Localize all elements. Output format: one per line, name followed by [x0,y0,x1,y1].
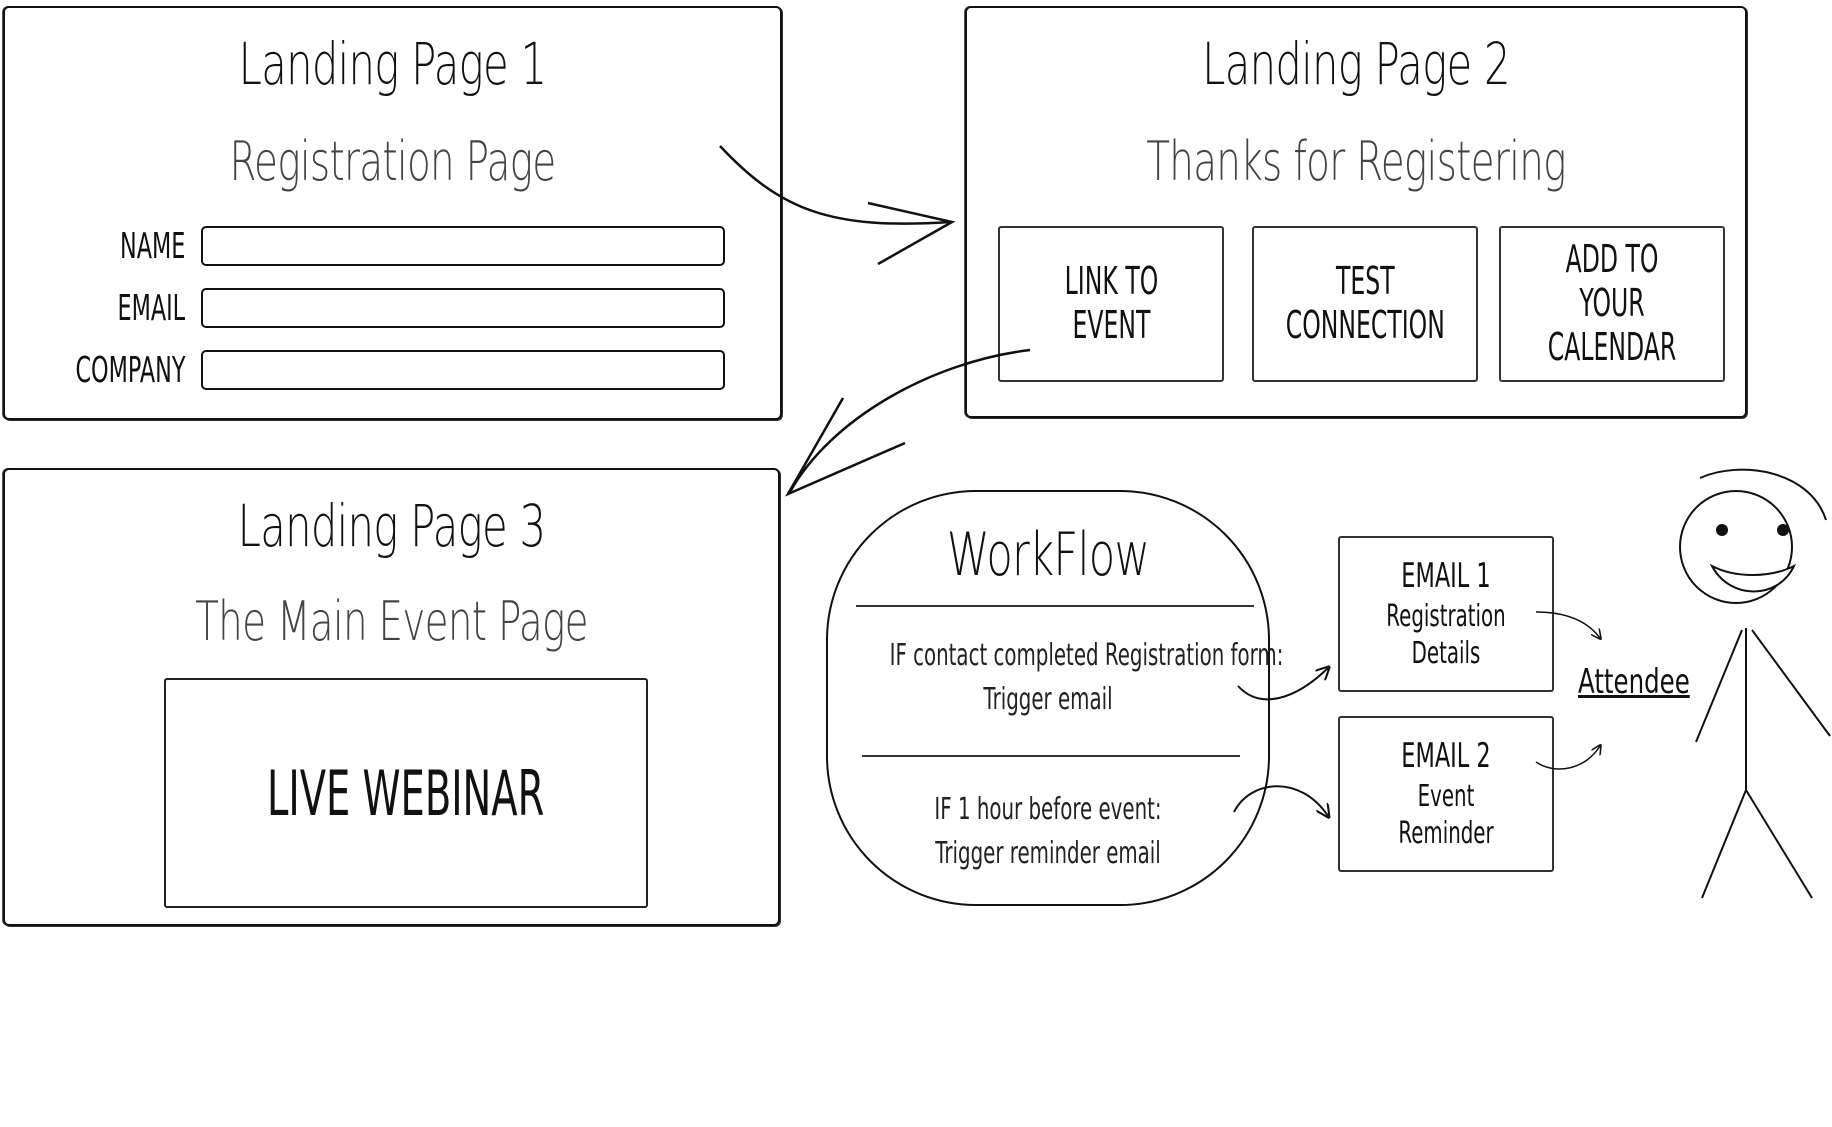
stick-figure-right-leg [1745,789,1813,899]
landing-page-1: Landing Page 1 Registration Page NAME EM… [3,6,782,420]
email-2-subtitle: Event Reminder [1398,778,1494,852]
workflow-condition-1: IF contact completed Registration form: … [889,634,1284,721]
live-webinar-panel[interactable]: LIVE WEBINAR [164,678,648,908]
test-connection-label: TEST CONNECTION [1285,259,1445,347]
test-connection-button[interactable]: TEST CONNECTION [1252,226,1478,382]
stick-figure-hair [1699,468,1827,521]
company-label: COMPANY [74,350,185,391]
workflow-divider-1 [856,605,1254,607]
stick-figure-left-leg [1701,789,1747,899]
email-1-subtitle: Registration Details [1386,598,1506,672]
attendee-label: Attendee [1578,662,1690,702]
landing-page-2-subtitle: Thanks for Registering [1146,130,1566,193]
email-2-title: EMAIL 2 [1401,736,1491,777]
attendee-stick-figure [1679,468,1831,899]
stick-figure-right-arm [1751,629,1831,737]
company-field[interactable] [201,350,725,390]
live-webinar-label: LIVE WEBINAR [267,756,545,830]
name-label: NAME [119,226,185,267]
arrowhead-lp1-to-lp2 [867,201,956,266]
stick-figure-head [1679,490,1793,604]
email-2-box[interactable]: EMAIL 2 Event Reminder [1338,716,1554,872]
condition-2-rule: IF 1 hour before event: [934,792,1162,827]
condition-1-action: Trigger email [983,681,1113,717]
landing-page-3-title: Landing Page 3 [237,492,546,560]
stick-figure-smile [1709,563,1797,593]
condition-2-action: Trigger reminder email [935,835,1161,871]
workflow-title: WorkFlow [946,520,1150,590]
add-to-calendar-label: ADD TO YOUR CALENDAR [1547,237,1677,369]
landing-page-2: Landing Page 2 Thanks for Registering LI… [965,6,1747,418]
name-field[interactable] [201,226,725,266]
condition-1-rule: IF contact completed Registration form: [889,638,1284,673]
stick-figure-left-arm [1695,629,1743,743]
workflow-divider-2 [862,755,1240,757]
link-to-event-button[interactable]: LINK TO EVENT [998,226,1224,382]
landing-page-1-title: Landing Page 1 [238,30,547,98]
landing-page-3-subtitle: The Main Event Page [195,590,588,653]
landing-page-2-title: Landing Page 2 [1202,30,1510,98]
landing-page-3: Landing Page 3 The Main Event Page LIVE … [3,468,780,926]
email-field[interactable] [201,288,725,328]
arrowhead-lp2-to-lp3 [785,397,906,497]
landing-page-1-subtitle: Registration Page [229,130,556,193]
stick-figure-right-eye [1777,524,1789,536]
stick-figure-left-eye [1716,524,1728,536]
add-to-calendar-button[interactable]: ADD TO YOUR CALENDAR [1499,226,1725,382]
workflow-box: WorkFlow IF contact completed Registrati… [826,490,1284,906]
email-1-title: EMAIL 1 [1401,556,1491,597]
link-to-event-label: LINK TO EVENT [1064,259,1158,347]
email-1-box[interactable]: EMAIL 1 Registration Details [1338,536,1554,692]
workflow-condition-2: IF 1 hour before event: Trigger reminder… [890,788,1207,875]
email-label: EMAIL [117,288,185,329]
